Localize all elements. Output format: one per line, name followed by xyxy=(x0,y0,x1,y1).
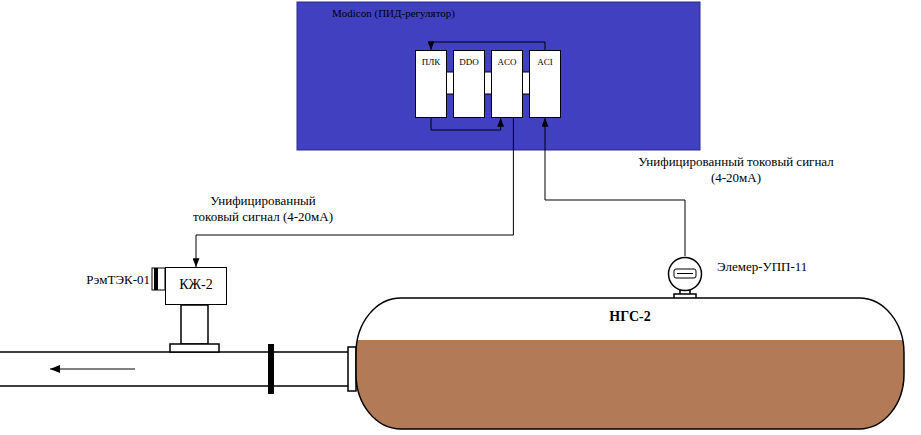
signal-connector xyxy=(431,118,501,130)
signal-connector xyxy=(431,42,545,50)
controller-box: ПЛК DDO ACO ACI Modicon (ПИД-регулятор) xyxy=(297,2,700,150)
pipeline xyxy=(0,352,360,386)
pressure-gauge: Элемер-УПП-11 xyxy=(667,256,703,292)
gauge-display-line xyxy=(677,273,693,274)
separator-tank: НГС-2 xyxy=(355,297,905,430)
node-label: ACI xyxy=(537,57,553,67)
tank-outline xyxy=(356,298,904,429)
gauge-display xyxy=(674,269,696,278)
control-valve: КЖ-2 xyxy=(165,267,227,305)
node-label: Элемер-УПП-11 xyxy=(717,259,807,275)
node-label: НГС-2 xyxy=(355,309,905,325)
valve-stem xyxy=(181,305,208,344)
gauge-shape xyxy=(667,256,703,292)
actuator-bar xyxy=(154,268,158,290)
signal-label: Унифицированный токовый сигнал (4-20мА) xyxy=(636,154,836,186)
node-label: ПЛК xyxy=(422,57,441,67)
flow-arrow xyxy=(50,369,135,370)
panel-title: Modicon (ПИД-регулятор) xyxy=(332,7,455,19)
signal-label: Унифицированный токовый сигнал (4-20мА) xyxy=(188,193,338,225)
tank-body xyxy=(356,298,904,429)
node-label: DDO xyxy=(459,57,479,67)
valve-actuator xyxy=(152,268,165,290)
plc-module: ПЛК xyxy=(415,50,447,118)
tank-liquid xyxy=(356,340,904,429)
controller-panel xyxy=(297,2,700,150)
io-module: DDO xyxy=(453,50,485,118)
io-module: ACI xyxy=(529,50,561,118)
valve-flange xyxy=(170,344,219,352)
io-module: ACO xyxy=(491,50,523,118)
pipe-flange xyxy=(268,344,274,394)
device-label: РэмТЭК-01 xyxy=(86,272,150,288)
node-label: ACO xyxy=(497,57,516,67)
tank-nozzle xyxy=(348,347,356,391)
node-label: КЖ-2 xyxy=(179,277,213,293)
gauge-dial xyxy=(669,258,702,291)
signal-connector xyxy=(545,118,685,256)
